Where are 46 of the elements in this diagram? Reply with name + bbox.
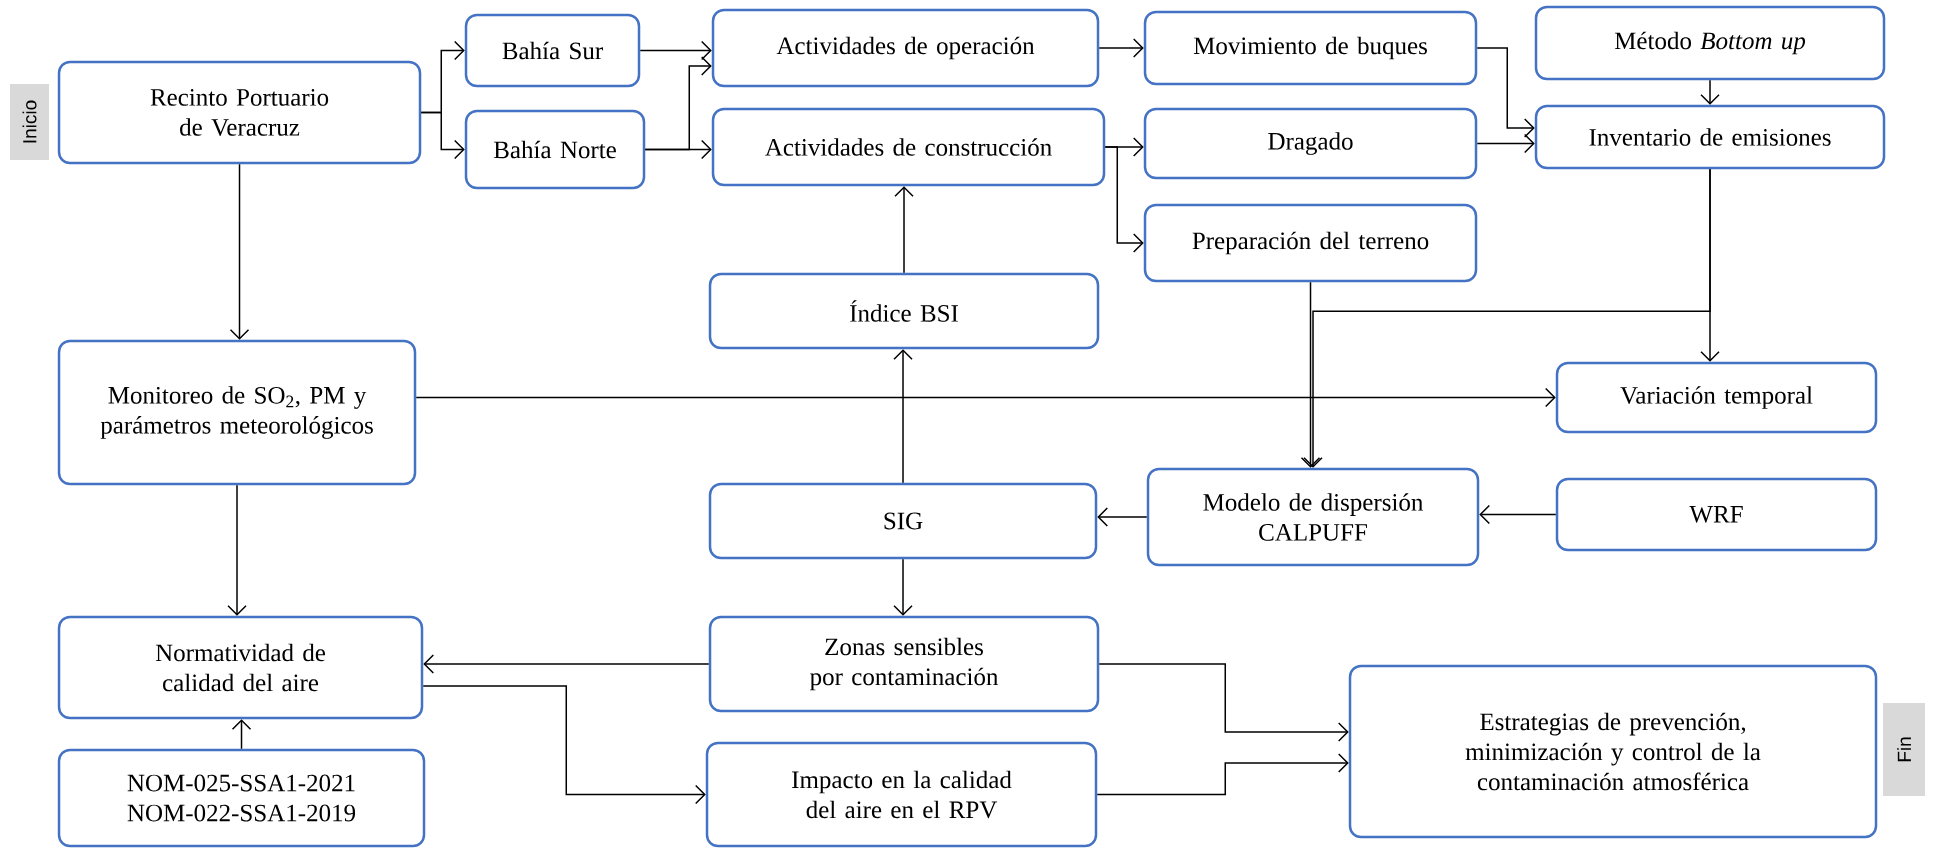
arrow	[229, 163, 250, 340]
process-box: Estrategias de prevención, minimización y control de la contaminación atmosférica	[1348, 664, 1878, 839]
arrow	[894, 186, 914, 274]
process-box: Actividades de construcción	[711, 107, 1106, 187]
process-box: WRF	[1555, 477, 1878, 552]
side-tab: Fin	[1883, 703, 1925, 796]
arrow	[1098, 38, 1144, 58]
arrow	[1476, 133, 1535, 154]
arrow	[1700, 79, 1720, 105]
arrow	[231, 719, 252, 750]
arrow	[1479, 504, 1557, 525]
process-box: Normatividad de calidad del aire	[57, 615, 424, 720]
arrow	[639, 40, 712, 61]
arrow	[1303, 168, 1711, 468]
process-box: Zonas sensibles por contaminación	[708, 615, 1100, 713]
arrow	[415, 387, 1556, 408]
process-box: Bahía Norte	[464, 109, 646, 190]
process-box: Modelo de dispersión CALPUFF	[1146, 467, 1480, 567]
side-tab: Inicio	[10, 84, 49, 160]
process-box: SIG	[708, 482, 1098, 560]
arrow	[893, 558, 913, 616]
arrow	[227, 484, 247, 616]
arrow	[1104, 146, 1144, 253]
arrow	[644, 139, 712, 160]
process-box: Preparación del terreno	[1143, 203, 1478, 283]
process-box: Método Bottom up	[1534, 5, 1886, 81]
process-box: Monitoreo de SO$_{2}$, PM y parámetros meteorológicos	[57, 339, 417, 486]
arrow	[1096, 753, 1349, 796]
process-box: Dragado	[1143, 107, 1478, 180]
process-box: Bahía Sur	[464, 13, 641, 88]
arrow	[893, 349, 913, 484]
arrow	[1098, 663, 1349, 742]
process-box: Recinto Portuario de Veracruz	[57, 60, 422, 165]
arrow	[1097, 507, 1148, 527]
process-box: NOM-025-SSA1-2021 NOM-022-SSA1-2019	[57, 748, 426, 848]
process-box: Movimiento de buques	[1143, 10, 1478, 86]
arrow	[1476, 47, 1535, 138]
arrow	[422, 685, 706, 805]
process-box: Variación temporal	[1555, 361, 1878, 434]
process-box: Impacto en la calidad del aire en el RPV	[705, 741, 1098, 848]
arrow	[423, 654, 710, 674]
process-box: Actividades de operación	[711, 8, 1100, 88]
arrow	[1300, 281, 1321, 468]
process-box: Índice BSI	[708, 272, 1100, 350]
process-box: Inventario de emisiones	[1534, 104, 1886, 170]
arrow	[420, 111, 465, 160]
